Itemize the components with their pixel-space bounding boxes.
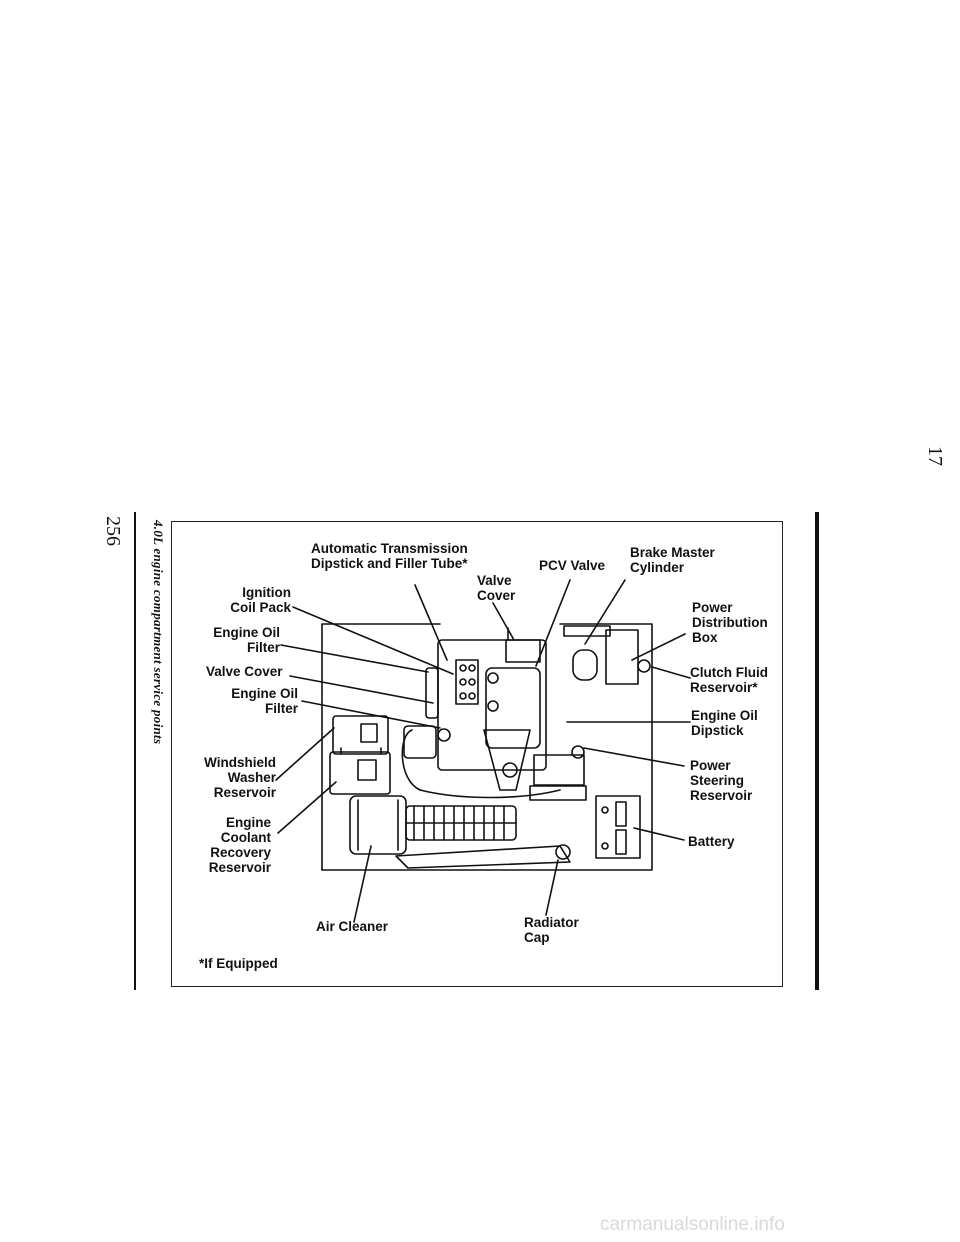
valve-cover-left-label: Valve Cover	[206, 664, 283, 679]
windshield-washer-reservoir-label: Windshield Washer Reservoir	[204, 755, 276, 800]
power-steering	[529, 745, 587, 801]
right-rule	[815, 512, 819, 990]
automatic-transmission-label: Automatic Transmission Dipstick and Fill…	[311, 541, 468, 571]
left-rule	[134, 512, 136, 990]
air-cleaner-label: Air Cleaner	[316, 919, 389, 934]
coolant-reservoir	[329, 751, 391, 795]
engine-block	[401, 627, 561, 799]
radiator-cap-label: Radiator Cap	[524, 915, 579, 945]
washer-reservoir	[332, 715, 389, 755]
engine-coolant-recovery-reservoir-label: Engine Coolant Recovery Reservoir	[208, 815, 271, 875]
engine-bay-outline	[321, 623, 653, 871]
figure-frame	[171, 521, 783, 987]
power-distribution-box-label: Power Distribution Box	[692, 600, 768, 645]
brake-master	[563, 625, 651, 685]
if-equipped-note: *If Equipped	[199, 956, 278, 971]
engine-oil-filter-label-1: Engine Oil Filter	[213, 625, 280, 655]
battery-label: Battery	[688, 834, 735, 849]
power-steering-reservoir-label: Power Steering Reservoir	[690, 758, 753, 803]
engine-oil-filter-label-2: Engine Oil Filter	[231, 686, 298, 716]
clutch-fluid-reservoir-label: Clutch Fluid Reservoir*	[690, 665, 768, 695]
radiator	[395, 844, 571, 869]
battery-box	[595, 795, 641, 859]
brake-master-cylinder-label: Brake Master Cylinder	[630, 545, 715, 575]
leader-lines	[275, 579, 691, 923]
watermark-link[interactable]: carmanualsonline.info	[600, 1214, 785, 1235]
pcv-valve-label: PCV Valve	[539, 558, 606, 573]
valve-cover-top-label: Valve Cover	[477, 573, 516, 603]
ignition-coil-pack-label: Ignition Coil Pack	[230, 585, 291, 615]
air-cleaner	[349, 795, 407, 855]
fan-fins	[405, 805, 517, 841]
engine-oil-dipstick-label: Engine Oil Dipstick	[691, 708, 758, 738]
